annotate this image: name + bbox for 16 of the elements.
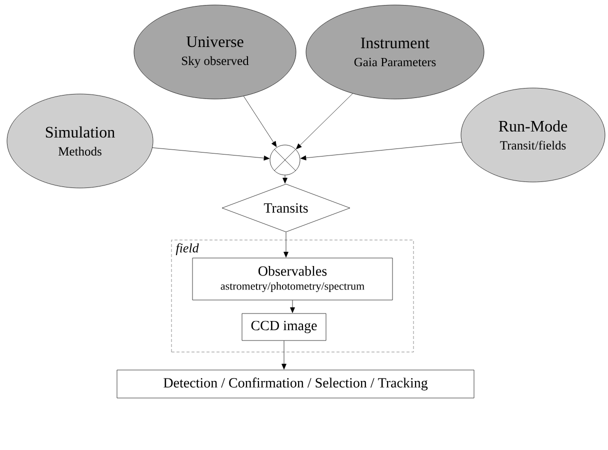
ellipse-node: Run-Mode Transit/fields — [460, 88, 606, 182]
arrow — [296, 93, 353, 150]
arrow — [282, 175, 288, 184]
process-box: Observables astrometry/photometry/spectrum — [192, 258, 393, 300]
ellipse-node: Simulation Methods — [6, 94, 154, 188]
arrow — [300, 142, 462, 160]
ellipse-node: Instrument Gaia Parameters — [306, 4, 484, 100]
arrow — [290, 300, 295, 313]
ellipse-node: Universe Sky observed — [134, 4, 296, 100]
process-box: CCD image — [242, 313, 326, 341]
arrow — [284, 232, 288, 258]
combiner-circle — [270, 144, 300, 176]
process-box: Detection / Confirmation / Selection / Tracking — [116, 370, 474, 398]
arrow — [282, 340, 286, 370]
arrow — [152, 148, 270, 160]
arrow — [243, 96, 277, 147]
